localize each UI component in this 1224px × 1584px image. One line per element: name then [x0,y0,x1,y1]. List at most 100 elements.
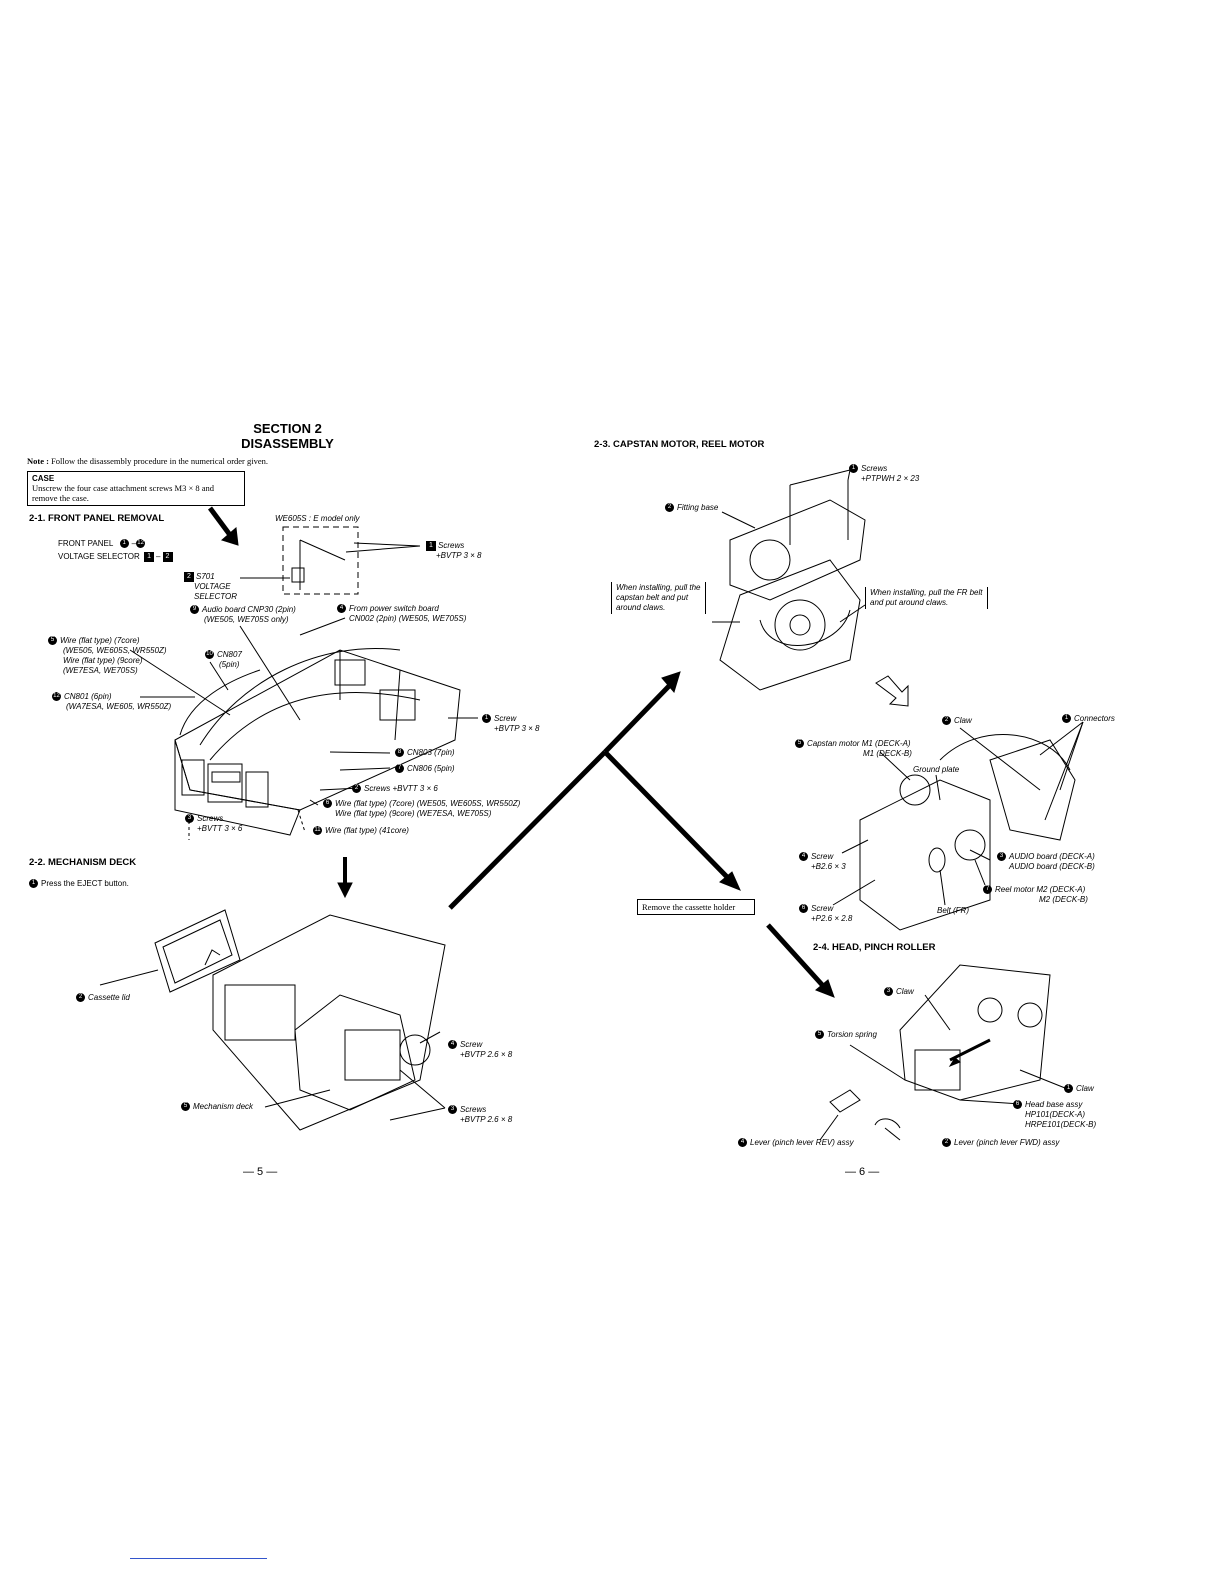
vs-range-start: 1 [144,552,155,562]
voltage-selector-text: VOLTAGE SELECTOR [58,552,140,562]
screws-a-text: Screws [438,541,465,551]
wire6-b: Wire (flat type) (9core) (WE7ESA, WE705S… [335,809,492,818]
marker-2: 2 [184,572,194,582]
marker-2b: 2 [352,784,361,794]
s701-b: VOLTAGE [194,582,231,592]
audio-board-b: (WE505, WE705S only) [204,615,289,624]
marker-r2: 2 [665,503,674,513]
power-board-b: CN002 (2pin) (WE505, WE705S) [349,614,467,623]
section-subtitle: DISASSEMBLY [241,436,334,451]
callout-ground-plate: Ground plate [913,765,960,774]
note-text: Follow the disassembly procedure in the … [51,456,269,466]
marker-9: 9 [190,605,199,615]
note-left-a: When installing, pull the [616,583,701,592]
case-box: CASE Unscrew the four case attachment sc… [27,471,245,506]
screws3-text: Screws [197,814,224,823]
claw1-text: Claw [1076,1084,1094,1093]
marker-r1c: 1 [1064,1084,1073,1094]
power-board-text: From power switch board [349,604,439,613]
marker-4: 4 [337,604,346,614]
note-left-c: around claws. [616,603,666,612]
fitting-base-text: Fitting base [677,503,719,512]
marker-5: 5 [48,636,57,646]
install-note-left: When installing, pull the capstan belt a… [611,582,706,614]
marker-1: 1 [426,541,436,551]
mech-deck-text: Mechanism deck [193,1102,254,1111]
lever-rev-text: Lever (pinch lever REV) assy [750,1138,854,1147]
marker-r3: 3 [997,852,1006,862]
footer-rule [130,1558,267,1559]
marker-r7: 7 [983,885,992,895]
wire6-text: Wire (flat type) (7core) (WE505, WE605S,… [335,799,521,808]
section-number: SECTION 2 [253,421,322,436]
marker-r5b: 5 [815,1030,824,1040]
cassette-lid-text: Cassette lid [88,993,130,1002]
screw-p26-spec: +P2.6 × 2.8 [811,914,853,923]
audio-board-deck-text: AUDIO board (DECK-A) [1009,852,1095,861]
callout-belt-fr: Belt (FR) [937,906,969,915]
voltage-selector-label: VOLTAGE SELECTOR 1–2 [58,552,175,562]
front-panel-text: FRONT PANEL [58,539,113,548]
s701-text: S701 [196,572,215,582]
heading-2-1: 2-1. FRONT PANEL REMOVAL [29,513,165,524]
note-left-b: capstan belt and put [616,593,689,602]
case-text: Unscrew the four case attachment screws … [32,483,215,503]
note-line: Note : Follow the disassembly procedure … [27,456,268,466]
page-number-right: — 6 — [845,1166,880,1178]
marker-r6b: 6 [1013,1100,1022,1110]
marker-r2c: 2 [942,1138,951,1148]
capstan-motor-b: M1 (DECK-B) [863,749,912,758]
heading-2-2: 2-2. MECHANISM DECK [29,857,137,868]
s701-c: SELECTOR [194,592,237,602]
lever-fwd-text: Lever (pinch lever FWD) assy [954,1138,1060,1147]
claw3-text: Claw [896,987,914,996]
fp-range-start: 1 [119,539,129,549]
screw1-spec: +BVTP 3 × 8 [494,724,540,733]
screw4-spec: +BVTP 2.6 × 8 [460,1050,513,1059]
screws-ptpwh-text: Screws [861,464,888,473]
marker-3: 3 [185,814,194,824]
marker-6: 6 [323,799,332,809]
note-right-a: When installing, pull the FR belt [870,588,983,597]
screw-b26-text: Screw [811,852,834,861]
marker-r6: 6 [799,904,808,914]
marker-r4b: 4 [738,1138,747,1148]
marker-2c: 2 [76,993,85,1003]
screw4-text: Screw [460,1040,483,1049]
screw-b26-spec: +B2.6 × 3 [811,862,846,871]
reel-motor-b: M2 (DECK-B) [1039,895,1088,904]
head-base-text: Head base assy [1025,1100,1083,1109]
marker-10: 10 [205,650,214,660]
cn803-text: CN803 (7pin) [407,748,455,757]
screws3b-text: Screws [460,1105,487,1114]
note-right-b: and put around claws. [870,598,949,607]
marker-5b: 5 [181,1102,190,1112]
marker-8: 8 [395,748,404,758]
marker-3b: 3 [448,1105,457,1115]
screws3b-spec: +BVTP 2.6 × 8 [460,1115,513,1124]
